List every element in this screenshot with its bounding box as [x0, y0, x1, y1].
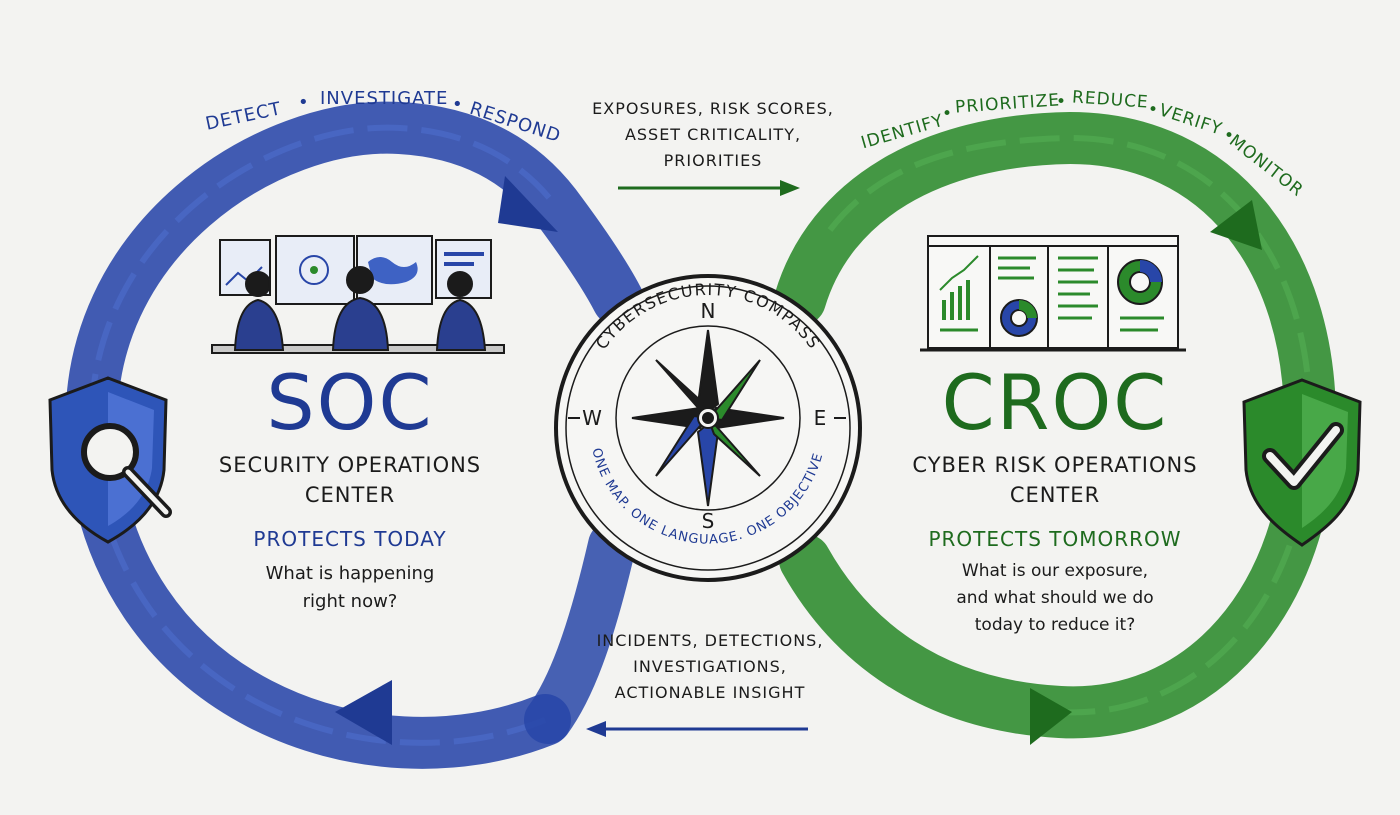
croc-cycle-separator: •	[1224, 126, 1235, 146]
compass-south: S	[702, 509, 715, 533]
flow-to-croc-line: PRIORITIES	[663, 151, 763, 170]
risk-dashboard-illustration	[920, 235, 1186, 352]
flow-to-soc-label: INCIDENTS, DETECTIONS, INVESTIGATIONS, A…	[595, 628, 825, 706]
shield-magnifier-icon	[48, 376, 172, 544]
croc-loop-arrow-top	[1210, 200, 1262, 250]
soc-subtitle-line: CENTER	[304, 483, 396, 507]
flow-to-croc-line: ASSET CRITICALITY,	[624, 125, 802, 144]
croc-cycle-separator: •	[1056, 92, 1067, 112]
croc-title: CROC	[941, 358, 1169, 447]
flow-to-croc-line: EXPOSURES, RISK SCORES,	[592, 99, 834, 118]
compass-east: E	[814, 406, 827, 430]
croc-subtitle-line: CENTER	[1009, 483, 1101, 507]
flow-to-croc-label: EXPOSURES, RISK SCORES, ASSET CRITICALIT…	[590, 96, 836, 174]
shield-check-icon	[1242, 378, 1362, 547]
soc-subtitle-line: SECURITY OPERATIONS	[218, 453, 482, 477]
croc-question-line: and what should we do	[956, 588, 1154, 608]
compass-north: N	[701, 299, 716, 323]
arrow-to-soc	[586, 721, 808, 737]
soc-text-block: SOC SECURITY OPERATIONS CENTER PROTECTS …	[195, 360, 505, 616]
croc-tagline: PROTECTS TOMORROW	[928, 527, 1182, 551]
soc-loop-arrow-top	[498, 176, 558, 232]
croc-text-block: CROC CYBER RISK OPERATIONS CENTER PROTEC…	[895, 360, 1215, 639]
croc-cycle-separator: •	[1148, 100, 1159, 120]
soc-tagline: PROTECTS TODAY	[253, 527, 447, 551]
flow-to-soc-line: INCIDENTS, DETECTIONS,	[596, 631, 824, 650]
soc-title: SOC	[266, 358, 434, 447]
compass-needle	[631, 329, 785, 507]
soc-cycle-loop	[65, 101, 644, 769]
croc-question-line: What is our exposure,	[961, 561, 1149, 581]
soc-question-line: What is happening	[265, 563, 435, 584]
soc-question-line: right now?	[302, 591, 398, 612]
croc-subtitle-line: CYBER RISK OPERATIONS	[912, 453, 1198, 477]
croc-cycle-separator: •	[942, 104, 953, 124]
analysts-at-monitors-illustration	[211, 235, 505, 354]
soc-loop-arrow-bottom	[335, 680, 392, 745]
arrow-to-croc	[618, 180, 800, 196]
soc-cycle-separator: •	[452, 94, 463, 115]
croc-question-line: today to reduce it?	[974, 615, 1136, 635]
flow-to-soc-line: INVESTIGATIONS,	[633, 657, 787, 676]
compass-west: W	[582, 406, 602, 430]
soc-cycle-investigate: INVESTIGATE	[320, 88, 449, 109]
croc-loop-arrow-bottom	[1030, 688, 1072, 745]
soc-cycle-separator: •	[298, 92, 309, 113]
flow-to-soc-line: ACTIONABLE INSIGHT	[614, 683, 806, 702]
